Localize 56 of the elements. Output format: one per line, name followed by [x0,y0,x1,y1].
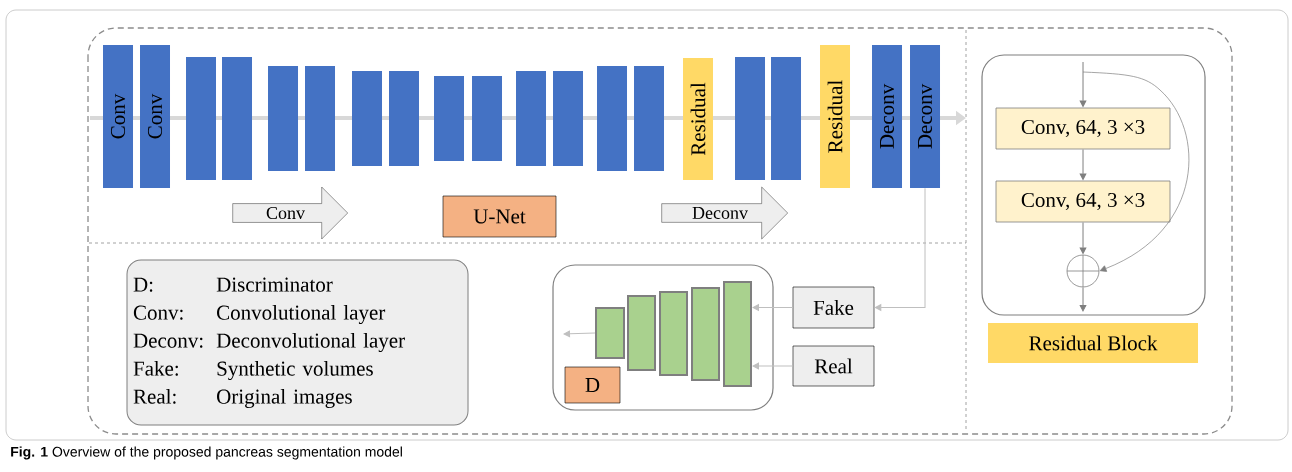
vertical-bar [305,66,335,171]
vertical-bar: Deconv [910,45,940,188]
vertical-bar [691,287,720,381]
input-box: Fake [792,286,875,329]
arrow [563,330,596,338]
legend-box [126,259,469,426]
vertical-bar: Conv [103,45,133,188]
skip-connection-arrow [1082,71,1190,272]
vertical-bar [659,291,688,376]
arrow [1079,221,1087,254]
vertical-bar [472,76,502,161]
arrow [1079,148,1087,180]
vertical-bar: Deconv [872,45,902,188]
vertical-bar [723,281,752,387]
layer-box: Conv, 64, 3 ×3 [995,180,1171,223]
definition-text: Deconvolutional layer [216,332,405,353]
vertical-bar: Residual [820,45,850,188]
term-label: Real: [133,388,176,404]
label-box: U-Net [442,195,557,238]
definition-text: Discriminator [216,277,333,292]
vertical-bar [434,76,464,161]
vertical-bar [516,71,546,166]
vertical-bar: Conv [140,45,170,188]
definition-text: Original images [217,388,352,409]
definition-text: Synthetic volumes [217,360,373,381]
vertical-bar [771,57,801,180]
arrow [874,187,926,311]
residual-panel [981,54,1206,316]
vertical-bar [735,57,765,180]
vertical-bar [222,57,252,180]
layer-box: Conv, 64, 3 ×3 [995,107,1171,150]
term-label: D: [133,277,153,292]
vertical-bar [634,66,664,171]
vertical-bar [268,66,298,171]
discriminator-panel [552,264,774,411]
arrow [752,362,794,370]
arrow [1079,286,1087,312]
term-label: Deconv: [133,333,203,348]
input-box: Real [792,345,875,387]
definition-text: Convolutional layer [217,304,386,325]
vertical-bar [352,71,382,166]
vertical-bar [597,66,627,171]
sum-circle [1066,254,1100,288]
vertical-bar [553,71,583,166]
figure-caption: Fig. 1 Overview of the proposed pancreas segmentation model [11,446,402,460]
vertical-bar [627,295,656,371]
term-label: Fake: [133,360,178,376]
label-box: D [564,366,621,404]
arrow [752,304,794,311]
term-label: Conv: [133,305,183,320]
vertical-bar: Residual [683,58,713,180]
title-box: Residual Block [988,323,1198,363]
vertical-bar [186,57,216,180]
arrow [1079,61,1087,107]
vertical-bar [389,71,419,166]
vertical-bar [595,307,625,359]
